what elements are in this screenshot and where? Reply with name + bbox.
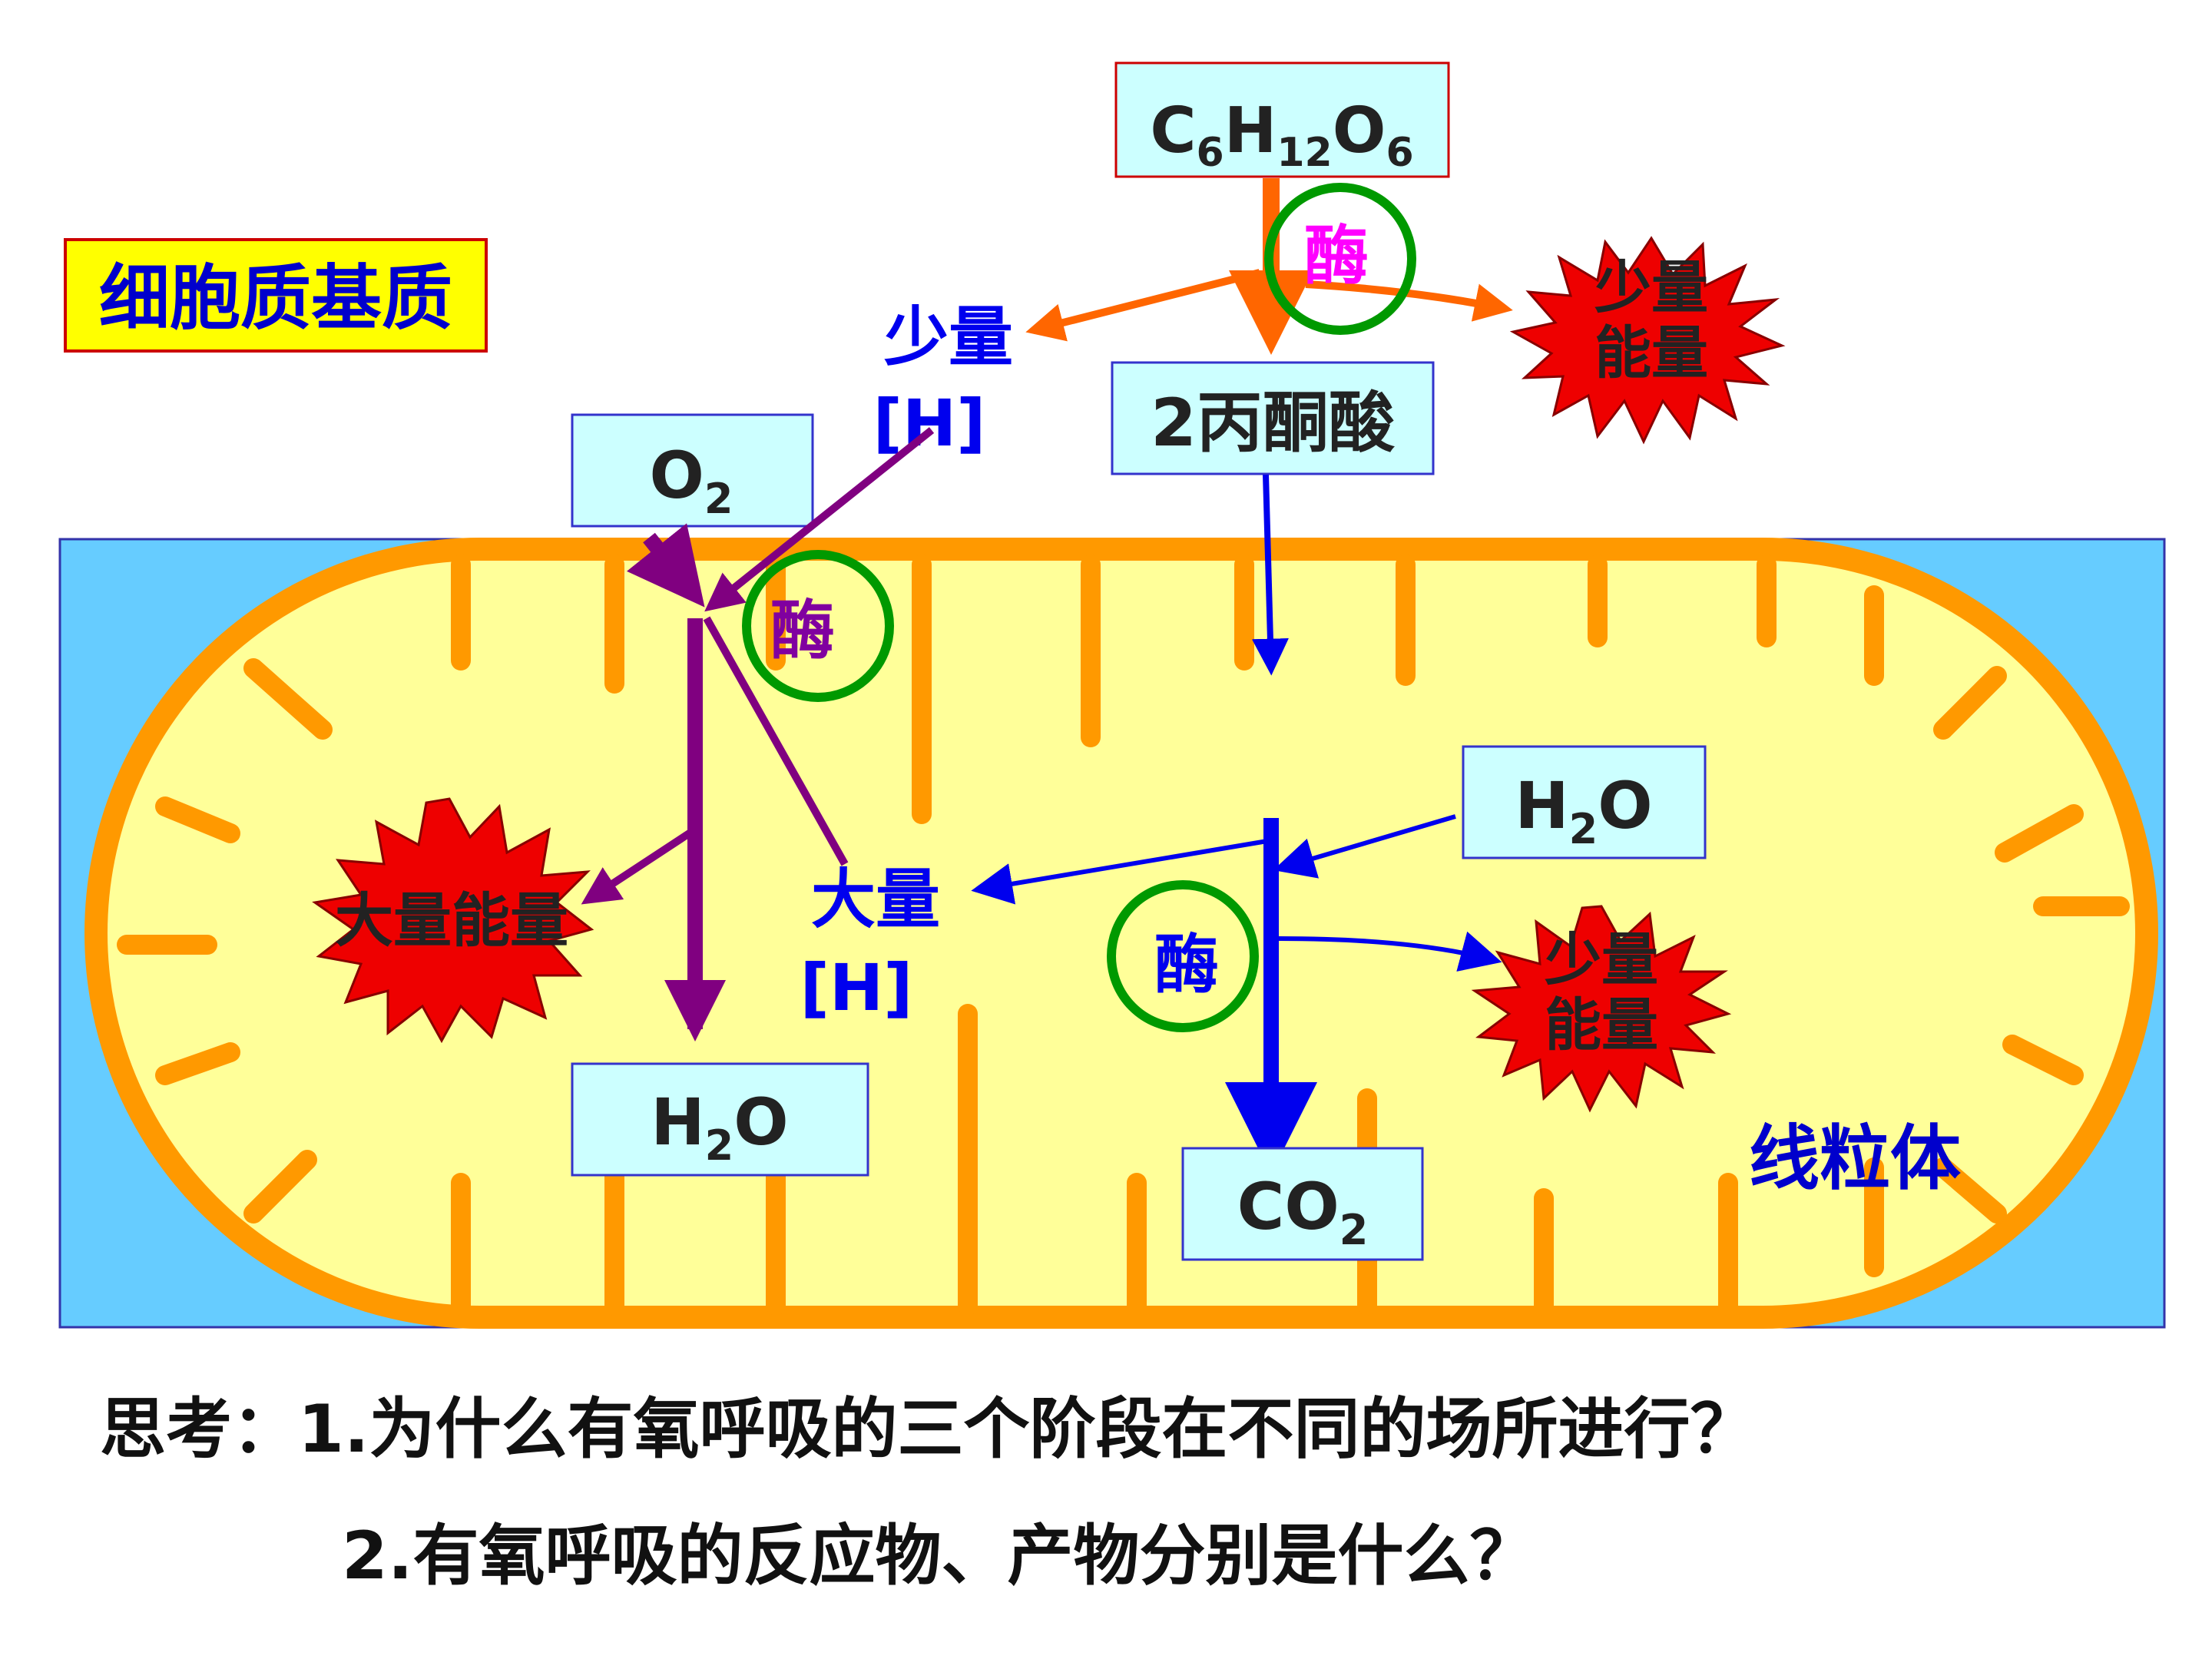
region-label: 细胞质基质 bbox=[99, 257, 452, 339]
organelle-label: 线粒体 bbox=[1749, 1118, 1961, 1200]
cristae bbox=[117, 555, 2130, 1316]
water-in-to-stage2-arrow bbox=[1273, 814, 1456, 879]
large-energy-label: 大量能量 bbox=[335, 886, 568, 955]
glycolysis-small-h-arrow bbox=[1025, 269, 1261, 342]
small-energy-bottom-line1: 少量 bbox=[1545, 927, 1658, 993]
small-h-line1: 少量 bbox=[884, 300, 1013, 375]
region-label-box bbox=[64, 238, 488, 353]
co2-formula: CO2 bbox=[1237, 1169, 1369, 1254]
large-h-line2: [H] bbox=[800, 950, 912, 1025]
water-in-box bbox=[1462, 745, 1707, 859]
large-h-line1: 大量 bbox=[811, 862, 940, 937]
energy-burst-small-bottom bbox=[1471, 905, 1732, 1113]
enzyme-ring-stage2 bbox=[1107, 880, 1259, 1032]
pyruvate-label: 2丙酮酸 bbox=[1151, 385, 1396, 462]
pyruvate-box bbox=[1111, 361, 1435, 475]
energy-burst-large bbox=[312, 797, 594, 1044]
pyruvate-into-mito-arrow bbox=[1251, 474, 1289, 676]
stage2-to-small-energy-arrow bbox=[1278, 931, 1502, 972]
enzyme-ring-glycolysis bbox=[1264, 183, 1416, 335]
small-energy-top-line2: 能量 bbox=[1594, 320, 1708, 386]
oxygen-to-reaction-arrow bbox=[626, 523, 705, 608]
small-energy-bottom-line2: 能量 bbox=[1545, 992, 1658, 1058]
glycolysis-energy-arrow bbox=[1305, 280, 1513, 322]
energy-burst-small-top bbox=[1509, 236, 1786, 445]
water-out-box bbox=[571, 1062, 869, 1177]
oxygen-formula: O2 bbox=[650, 438, 733, 523]
enzyme-ring-stage3 bbox=[742, 550, 894, 702]
enzyme-label-glycolysis: 酶 bbox=[1304, 218, 1369, 293]
oxygen-box bbox=[571, 413, 814, 528]
question-1: 思考：1.为什么有氧呼吸的三个阶段在不同的场所进行？ bbox=[100, 1391, 1757, 1468]
enzyme-label-stage2: 酶 bbox=[1154, 927, 1219, 1002]
glucose-box bbox=[1114, 61, 1450, 178]
co2-box bbox=[1181, 1147, 1424, 1261]
small-h-to-reaction-arrow bbox=[704, 427, 935, 612]
stage2-to-large-h-arrow bbox=[971, 839, 1268, 905]
glucose-formula: C6H12O6 bbox=[1150, 94, 1413, 176]
enzyme-label-stage3: 酶 bbox=[770, 593, 835, 668]
question-2: 2.有氧呼吸的反应物、产物分别是什么？ bbox=[342, 1518, 1536, 1594]
water-in-formula: H2O bbox=[1515, 768, 1652, 853]
small-energy-top-line1: 少量 bbox=[1594, 255, 1708, 321]
large-h-to-reaction-line bbox=[703, 616, 849, 866]
reaction-to-large-energy-arrow bbox=[581, 826, 697, 905]
water-out-formula: H2O bbox=[651, 1084, 788, 1170]
small-h-line2: [H] bbox=[873, 386, 985, 461]
